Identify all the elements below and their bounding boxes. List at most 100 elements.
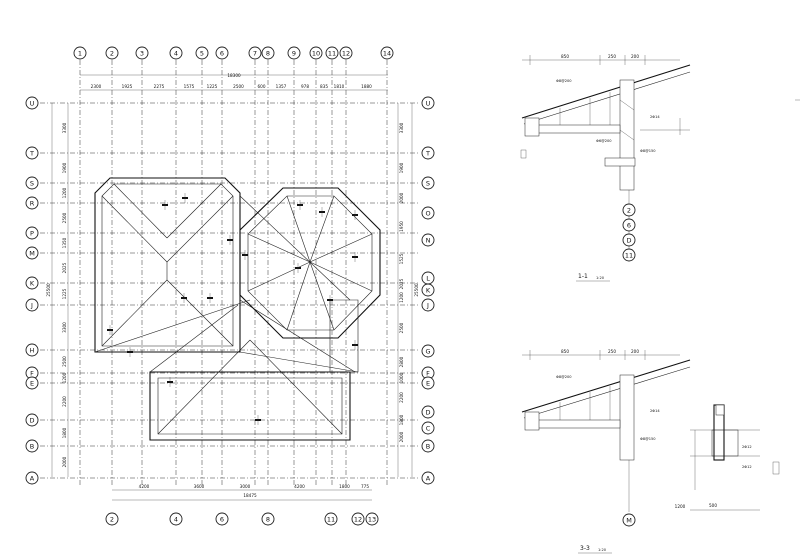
svg-text:L: L: [426, 275, 430, 283]
axis-bubble-right-T: T: [421, 146, 435, 160]
axis-bubble-bottom-8: 8: [261, 512, 275, 526]
svg-text:E: E: [30, 380, 34, 388]
axis-bubble-bottom-6: 6: [215, 512, 229, 526]
left-dim: 2500: [62, 356, 67, 367]
right-dim: 3300: [399, 122, 404, 133]
axis-bubble-left-B: B: [25, 439, 39, 453]
axis-bubble-top-3: 3: [135, 46, 149, 60]
axis-bubble-left-S: S: [25, 176, 39, 190]
axis-bubble-left-P: P: [25, 226, 39, 240]
section-3-3: 850 250 200 500 1200 Φ8@200 2Φ14 Φ8@150 …: [521, 349, 780, 554]
svg-text:2: 2: [110, 516, 114, 524]
left-dim: 1200: [62, 187, 67, 198]
svg-text:Φ6@200: Φ6@200: [596, 139, 612, 143]
left-dim: 1900: [62, 162, 67, 173]
svg-text:C: C: [426, 425, 431, 433]
svg-text:8: 8: [266, 516, 270, 524]
svg-text:B: B: [426, 443, 430, 451]
right-dim: 1900: [399, 162, 404, 173]
left-overall-dim: 25500: [46, 283, 51, 297]
svg-text:D: D: [626, 237, 631, 245]
bottom-dim: 775: [361, 484, 369, 489]
top-dim: 2300: [91, 84, 102, 89]
right-dim: 2025: [399, 278, 404, 289]
right-dim: 1800: [399, 414, 404, 425]
axis-bubble-bottom-4: 4: [169, 512, 183, 526]
axis-bubble-top-5: 5: [195, 46, 209, 60]
svg-text:G: G: [425, 348, 430, 356]
bottom-dim: 4200: [139, 484, 150, 489]
svg-text:2: 2: [110, 50, 114, 58]
axis-bubble-bottom-13: 13: [365, 512, 379, 526]
svg-text:10: 10: [312, 50, 320, 58]
svg-text:6: 6: [220, 516, 224, 524]
svg-text:T: T: [29, 150, 34, 158]
left-dim: 1200: [62, 372, 67, 383]
bottom-dim: 4200: [294, 484, 305, 489]
svg-text:E: E: [426, 380, 430, 388]
top-dim: 1880: [361, 84, 372, 89]
svg-text:2Φ14: 2Φ14: [650, 115, 660, 119]
axis-bubble-top-6: 6: [215, 46, 229, 60]
left-dim: 3300: [62, 322, 67, 333]
s1-title: 1-1: [578, 273, 588, 280]
top-dim: 2500: [233, 84, 244, 89]
axis-bubble-right-K: K: [421, 283, 435, 297]
right-dim: 2000: [399, 192, 404, 203]
svg-text:U: U: [426, 100, 431, 108]
axis-bubble-top-12: 12: [339, 46, 353, 60]
right-dim: 1525: [399, 253, 404, 264]
svg-text:M: M: [29, 250, 35, 258]
svg-text:D: D: [425, 409, 430, 417]
top-dim: 2275: [154, 84, 165, 89]
axis-bubble-top-8: 8: [261, 46, 275, 60]
svg-text:O: O: [425, 210, 430, 218]
right-dim: 1000: [399, 372, 404, 383]
top-dim: 1575: [184, 84, 195, 89]
section-1-1: 850 250 200 Φ8@200 2Φ14 Φ8@150 Φ6@200 26…: [520, 54, 691, 282]
axis-bubble-top-11: 11: [325, 46, 339, 60]
axis-bubble-right-O: O: [421, 206, 435, 220]
s3-dim-3: 200: [631, 349, 639, 354]
axis-bubble-left-D: D: [25, 413, 39, 427]
svg-text:4: 4: [174, 516, 178, 524]
svg-text:13: 13: [368, 516, 376, 524]
axis-bubble-right-J: J: [421, 298, 435, 312]
axis-bubble-left-E: E: [25, 376, 39, 390]
s1-dim-1: 850: [561, 54, 569, 59]
svg-text:12: 12: [342, 50, 350, 58]
svg-text:K: K: [30, 280, 35, 288]
left-dim: 2000: [62, 456, 67, 467]
axis-bubble-s1-D: D: [622, 233, 636, 247]
svg-text:11: 11: [625, 252, 633, 260]
axis-bubble-left-K: K: [25, 276, 39, 290]
right-dim: 1950: [399, 221, 404, 232]
axis-bubble-top-9: 9: [287, 46, 301, 60]
axis-bubble-s1-2: 2: [622, 203, 636, 217]
s1-dim-2: 250: [608, 54, 616, 59]
axis-bubble-s3-M: M: [622, 513, 636, 527]
roof-plan: [40, 60, 420, 501]
top-overall-dim: 18300: [227, 73, 241, 78]
svg-text:2Φ14: 2Φ14: [650, 409, 660, 413]
top-dim: 1357: [276, 84, 287, 89]
right-dim: 2200: [399, 392, 404, 403]
axis-bubble-top-2: 2: [105, 46, 119, 60]
axis-bubble-left-U: U: [25, 96, 39, 110]
svg-text:N: N: [426, 237, 431, 245]
axis-bubble-right-C: C: [421, 421, 435, 435]
axis-bubble-top-14: 14: [380, 46, 394, 60]
bottom-dim: 1800: [339, 484, 350, 489]
svg-text:Φ8@200: Φ8@200: [556, 79, 572, 83]
svg-text:6: 6: [627, 222, 631, 230]
svg-text:11: 11: [328, 50, 336, 58]
right-dim: 2800: [399, 356, 404, 367]
right-dim: 2500: [399, 322, 404, 333]
svg-text:J: J: [426, 302, 429, 310]
svg-text:5: 5: [200, 50, 204, 58]
top-dim: 1925: [122, 84, 133, 89]
svg-text:2Φ12: 2Φ12: [742, 465, 752, 469]
svg-text:M: M: [626, 517, 632, 525]
svg-text:12: 12: [354, 516, 362, 524]
axis-bubble-right-N: N: [421, 233, 435, 247]
